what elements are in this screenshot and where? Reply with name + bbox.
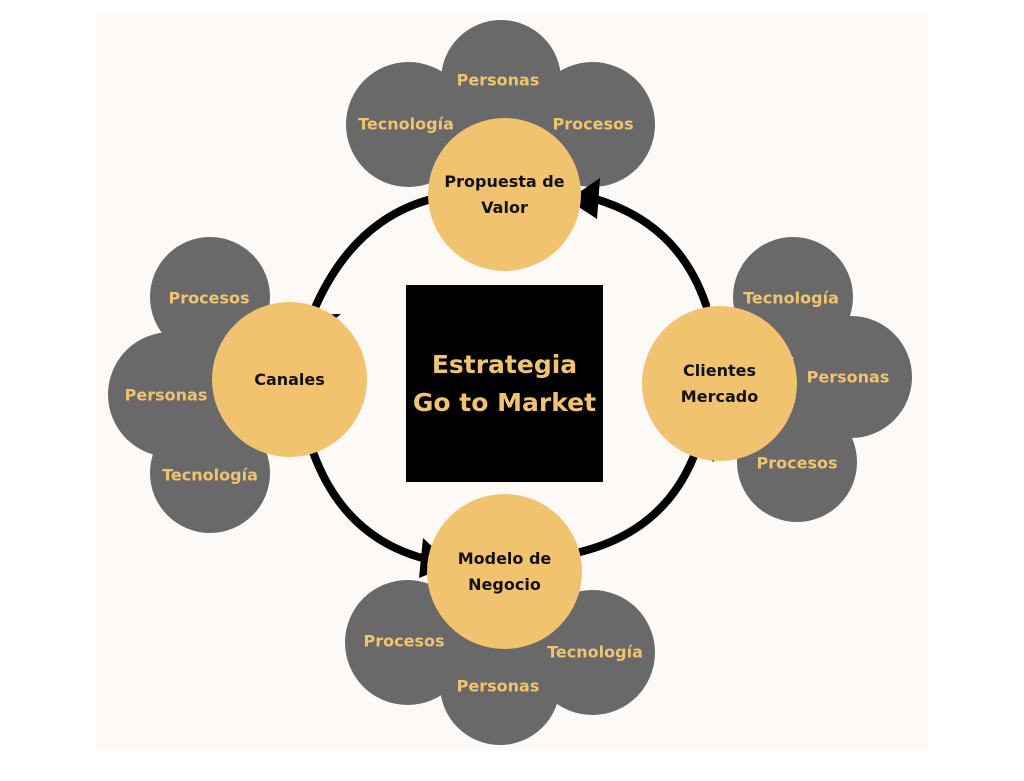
- node-label-line2: Negocio: [468, 574, 541, 594]
- petal-label: Procesos: [363, 631, 445, 651]
- petal-label: Tecnología: [547, 642, 643, 662]
- node-label-line1: Canales: [254, 369, 325, 389]
- node-label-line1: Modelo de: [457, 548, 552, 568]
- arrow-canales-to-modelo: [309, 448, 434, 564]
- petal-label: Tecnología: [358, 114, 454, 134]
- node-canales: Canales: [212, 302, 367, 457]
- petal-label: Personas: [124, 385, 208, 405]
- arrow-clientes-to-propuesta: [588, 194, 710, 309]
- petal-label: Procesos: [552, 114, 634, 134]
- petal-label: Personas: [456, 676, 540, 696]
- node-label-line2: Mercado: [680, 386, 759, 406]
- petal-label: Tecnología: [743, 288, 839, 308]
- petal-label: Personas: [806, 367, 890, 387]
- arrowhead-propuesta: [568, 178, 600, 219]
- arrow-modelo-to-clientes: [576, 444, 701, 556]
- center-title-line2: Go to Market: [412, 387, 597, 417]
- node-label-line1: Propuesta de: [444, 171, 565, 191]
- node-propuesta-de-valor: Propuesta de Valor: [428, 118, 581, 271]
- petal-label: Personas: [456, 70, 540, 90]
- petal-label: Procesos: [168, 288, 250, 308]
- petal-label: Procesos: [756, 453, 838, 473]
- node-label-line1: Clientes: [683, 360, 756, 380]
- center-title-line1: Estrategia: [431, 349, 578, 379]
- petal-label: Tecnología: [162, 465, 258, 485]
- arrow-propuesta-to-canales: [310, 196, 432, 314]
- node-modelo-de-negocio: Modelo de Negocio: [427, 494, 582, 649]
- node-label-line2: Valor: [481, 197, 528, 217]
- node-clientes-mercado: Clientes Mercado: [642, 306, 797, 461]
- center-strategy-box: Estrategia Go to Market: [406, 285, 603, 482]
